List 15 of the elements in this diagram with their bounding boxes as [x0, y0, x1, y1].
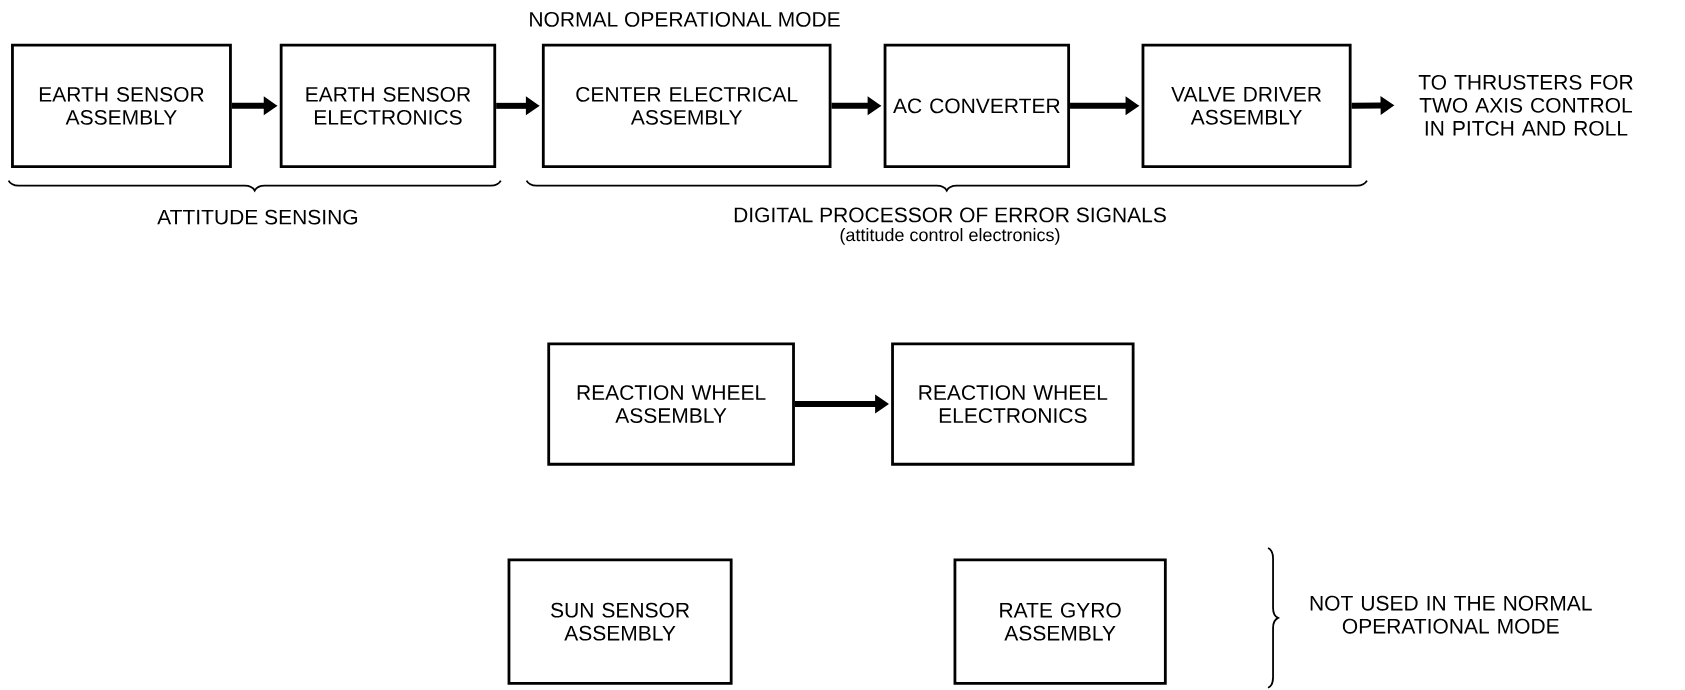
block-box: CENTER ELECTRICAL ASSEMBLY — [541, 43, 832, 168]
caption-text: NOT USED IN THE NORMAL OPERATIONAL MODE — [1310, 595, 1592, 634]
caption-text: ATTITUDE SENSING — [157, 209, 358, 225]
block-box: REACTION WHEEL ELECTRONICS — [891, 342, 1135, 466]
caption-text: (attitude control electronics) — [840, 228, 1060, 245]
block-box: VALVE DRIVER ASSEMBLY — [1141, 43, 1352, 168]
caption-text: NORMAL OPERATIONAL MODE — [530, 11, 840, 27]
block-box: RATE GYRO ASSEMBLY — [953, 558, 1167, 685]
caption-text: DIGITAL PROCESSOR OF ERROR SIGNALS — [734, 207, 1166, 223]
block-box: EARTH SENSOR ASSEMBLY — [11, 43, 232, 168]
block-box: EARTH SENSOR ELECTRONICS — [279, 43, 497, 168]
block-box: SUN SENSOR ASSEMBLY — [507, 558, 733, 685]
block-box: AC CONVERTER — [883, 43, 1071, 168]
target-text: TO THRUSTERS FOR TWO AXIS CONTROL IN PITCH AND ROLL — [1418, 74, 1633, 136]
block-box: REACTION WHEEL ASSEMBLY — [547, 342, 795, 466]
